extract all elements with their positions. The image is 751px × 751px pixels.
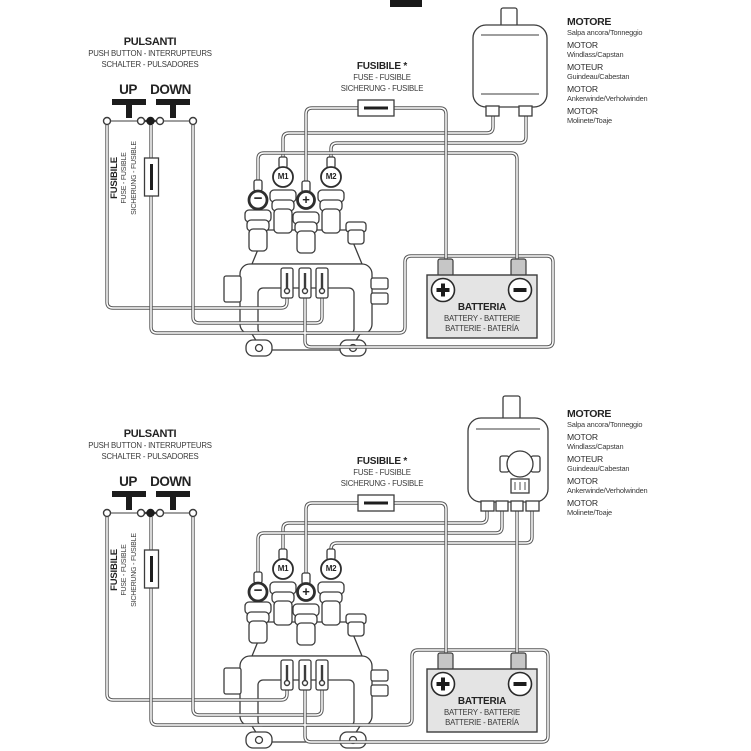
motor-desc-2: Ankerwinde/Verholwinden [567,486,648,495]
pulsanti-label-block: PULSANTI PUSH BUTTON - INTERRUPTEURS SCH… [55,428,245,462]
battery-label-block: BATTERIA BATTERY - BATTERIE BATTERIE - B… [427,696,537,728]
motor-subtitle: Salpa ancora/Tonneggio [567,28,643,37]
motor-lang-3: MOTOR [567,498,598,508]
main-fuse-sub1: FUSE - FUSIBLE [353,468,411,477]
diagram-top [102,7,555,357]
battery-title: BATTERIA [457,302,507,313]
pulsanti-title: PULSANTI [123,428,177,440]
motor-lang-1: MOTEUR [567,62,604,72]
up-label: UP [119,82,137,97]
diagram-bottom [102,395,550,749]
wire-m1-to-motor [281,110,495,170]
down-label: DOWN [150,82,191,97]
control-fuse-label-block: FUSIBILE FUSE - FUSIBLE SICHERUNG - FUSI… [109,123,143,233]
control-fuse-title: FUSIBILE [109,157,120,199]
battery-label-block: BATTERIA BATTERY - BATTERIE BATTERIE - B… [427,302,537,334]
main-fuse-title: FUSIBILE * [356,456,408,467]
terminal-minus-label: − [253,582,263,599]
battery-sub1: BATTERY - BATTERIE [444,314,520,323]
control-fuse-sub1: FUSE - FUSIBLE [121,152,128,204]
terminal-plus-label: + [302,192,310,207]
main-fuse [356,493,396,513]
main-fuse-sub2: SICHERUNG - FUSIBLE [340,83,424,93]
control-fuse-sub2: SICHERUNG - FUSIBLE [130,141,138,215]
motor-desc-1: Guindeau/Cabestan [567,464,630,473]
terminal-minus-label: − [253,190,263,207]
motor-desc-3: Molinete/Toaje [567,508,612,517]
push-buttons [102,489,198,519]
motor-lang-2: MOTOR [567,476,598,486]
motor-desc-0: Windlass/Capstan [567,442,624,451]
terminal-m2-label: M2 [325,564,337,573]
motor-lang-1: MOTEUR [567,454,604,464]
page-crop-artifact [390,0,422,7]
motor-lang-2: MOTOR [567,84,598,94]
motor-desc-0: Windlass/Capstan [567,50,624,59]
motor-desc-2: Ankerwinde/Verholwinden [567,94,648,103]
control-fuse-sub2: SICHERUNG - FUSIBLE [130,533,138,607]
push-buttons [102,97,198,127]
control-fuse-title: FUSIBILE [109,549,120,591]
control-fuse-sub1: FUSE - FUSIBLE [121,544,128,596]
main-fuse-label-block: FUSIBILE * FUSE - FUSIBLE SICHERUNG - FU… [312,61,452,94]
motor-title: MOTORE [567,16,612,28]
pulsanti-title: PULSANTI [123,36,177,48]
motor-subtitle: Salpa ancora/Tonneggio [567,420,643,429]
pulsanti-sub2: SCHALTER - PULSADORES [101,59,199,69]
motor-lang-0: MOTOR [567,40,598,50]
pulsanti-sub1: PUSH BUTTON - INTERRUPTEURS [88,441,212,450]
battery-sub2: BATTERIE - BATERÍA [445,718,519,727]
motor-desc-3: Molinete/Toaje [567,116,612,125]
battery-title: BATTERIA [457,696,507,707]
motor-lang-3: MOTOR [567,106,598,116]
control-fuse-label-block: FUSIBILE FUSE - FUSIBLE SICHERUNG - FUSI… [109,515,143,625]
motor-label-block: MOTORE Salpa ancora/Tonneggio MOTOR Wind… [567,408,749,517]
pulsanti-sub1: PUSH BUTTON - INTERRUPTEURS [88,49,212,58]
motor-2-terminal [472,7,548,117]
up-label: UP [119,474,137,489]
battery-sub2: BATTERIE - BATERÍA [445,324,519,333]
pulsanti-label-block: PULSANTI PUSH BUTTON - INTERRUPTEURS SCH… [55,36,245,70]
wire-m2-to-motor [329,110,528,170]
main-fuse-label-block: FUSIBILE * FUSE - FUSIBLE SICHERUNG - FU… [312,456,452,489]
motor-lang-0: MOTOR [567,432,598,442]
main-fuse-sub1: FUSE - FUSIBLE [353,73,411,82]
motor-4-terminal [467,395,549,512]
down-label: DOWN [150,474,191,489]
main-fuse-title: FUSIBILE * [356,61,408,72]
motor-title: MOTORE [567,408,612,420]
pulsanti-sub2: SCHALTER - PULSADORES [101,451,199,461]
battery-sub1: BATTERY - BATTERIE [444,708,520,717]
terminal-m1-label: M1 [277,564,289,573]
main-fuse [356,98,396,118]
terminal-m2-label: M2 [325,172,337,181]
motor-desc-1: Guindeau/Cabestan [567,72,630,81]
terminal-m1-label: M1 [277,172,289,181]
terminal-plus-label: + [302,584,310,599]
control-fuse [143,548,160,590]
main-fuse-sub2: SICHERUNG - FUSIBLE [340,478,424,488]
control-fuse [143,156,160,198]
motor-label-block: MOTORE Salpa ancora/Tonneggio MOTOR Wind… [567,16,749,125]
